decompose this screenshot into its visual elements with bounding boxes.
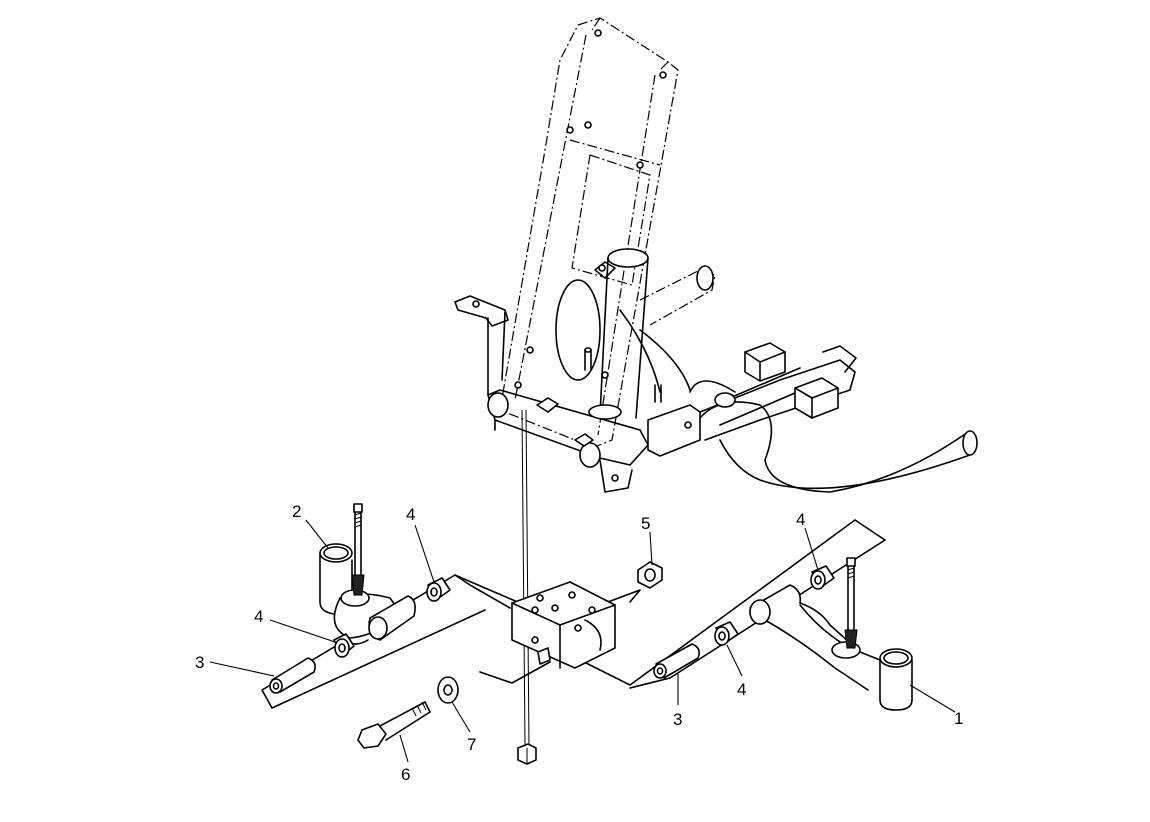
callout-5: 5 — [641, 514, 650, 533]
callout-1: 1 — [954, 709, 963, 728]
callout-3-right: 3 — [673, 710, 682, 729]
callout-2: 2 — [292, 502, 301, 521]
mount-plate — [261, 519, 886, 709]
center-bolt — [517, 409, 537, 765]
callout-7: 7 — [467, 735, 476, 754]
washer-part-7 — [437, 676, 459, 704]
callout-4-lower-left: 4 — [254, 607, 263, 626]
callout-4-upper-left: 4 — [406, 505, 415, 524]
callout-4-upper-right: 4 — [796, 510, 805, 529]
leader-lines — [209, 519, 956, 763]
callout-6: 6 — [401, 765, 410, 784]
callout-4-lower-right: 4 — [737, 680, 746, 699]
callout-labels: 1 2 3 3 4 4 4 4 5 6 7 — [195, 502, 963, 784]
callout-3-left: 3 — [195, 653, 204, 672]
left-caster-arm — [319, 503, 416, 645]
left-bushings — [269, 577, 451, 694]
right-bushings — [653, 565, 835, 679]
bolt-part-6 — [357, 701, 431, 749]
nut-part-5 — [637, 561, 663, 589]
frame-assembly — [454, 17, 978, 493]
right-caster-arm — [749, 557, 913, 711]
